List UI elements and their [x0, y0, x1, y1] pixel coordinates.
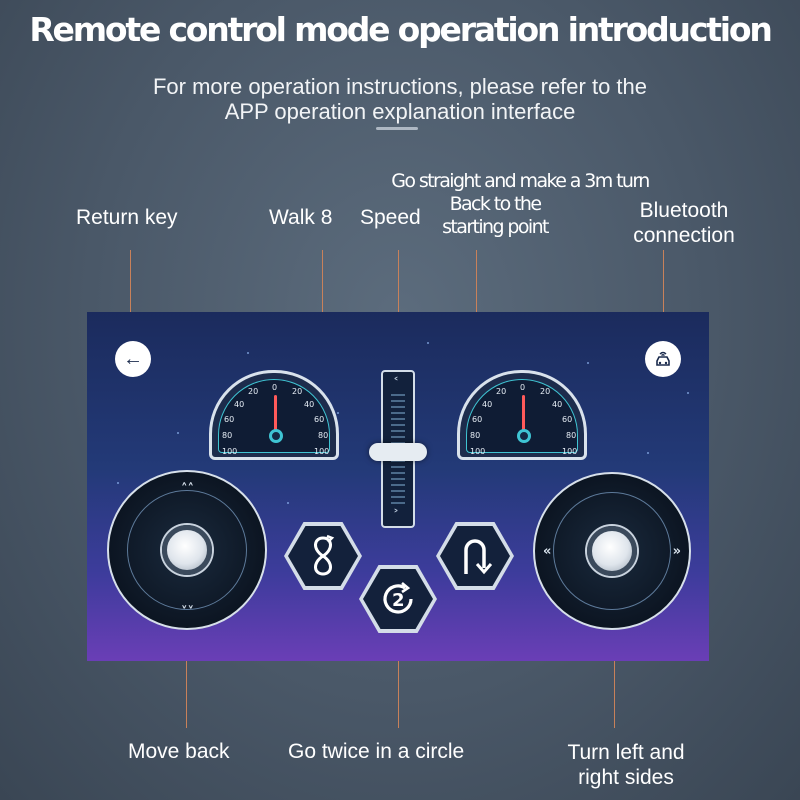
gauge-tick: 60 — [224, 415, 235, 424]
page-subtitle: For more operation instructions, please … — [0, 74, 800, 124]
joystick-knob[interactable] — [162, 525, 212, 575]
arrow-left-icon: ← — [123, 347, 143, 370]
return-key-label: Return key — [76, 206, 178, 229]
chevron-right-icon: » — [672, 544, 681, 559]
gauge-tick: 100 — [222, 447, 238, 456]
back-button[interactable]: ← — [115, 341, 151, 377]
gauge-hub — [269, 429, 283, 443]
gauge-tick: 60 — [472, 415, 483, 424]
u-turn-button[interactable] — [436, 522, 514, 590]
gauge-tick: 80 — [470, 431, 481, 440]
figure-eight-icon — [314, 534, 335, 576]
gauge-tick: 40 — [234, 400, 245, 409]
circle-connector — [398, 615, 399, 728]
gauge-tick: 80 — [566, 431, 577, 440]
turn-label: Turn left and right sides — [552, 740, 700, 790]
page-title: Remote control mode operation introducti… — [29, 10, 773, 49]
subtitle-divider — [376, 127, 418, 130]
return-key-connector — [130, 250, 131, 348]
gauge-tick: 0 — [272, 383, 278, 392]
circle-twice-button[interactable]: 2 — [359, 565, 437, 633]
speed-gauge-right: 0 20 20 40 40 60 60 80 80 100 100 — [457, 370, 587, 460]
speed-label: Speed — [360, 206, 421, 229]
app-screen: ← 0 20 20 40 40 60 60 80 80 100 100 0 20… — [87, 312, 709, 661]
chevron-up-icon: ˂ — [393, 376, 399, 390]
move-joystick[interactable]: ˄˄ ˅˅ — [107, 470, 267, 630]
gauge-tick: 80 — [318, 431, 329, 440]
u-turn-icon — [464, 539, 492, 575]
walk-8-label: Walk 8 — [269, 206, 333, 229]
gauge-hub — [517, 429, 531, 443]
gauge-tick: 20 — [292, 387, 303, 396]
turn-line-2: right sides — [578, 766, 674, 789]
joystick-knob[interactable] — [587, 526, 637, 576]
bluetooth-button[interactable] — [645, 341, 681, 377]
gauge-tick: 20 — [248, 387, 259, 396]
gauge-tick: 100 — [562, 447, 578, 456]
gauge-tick: 20 — [496, 387, 507, 396]
move-back-connector — [186, 612, 187, 728]
chevron-up-icon: ˄˄ — [181, 482, 194, 497]
circle-label: Go twice in a circle — [288, 740, 465, 763]
speed-slider-thumb[interactable] — [369, 443, 427, 461]
chevron-down-icon: ˃ — [393, 508, 399, 522]
gauge-needle — [522, 395, 525, 433]
car-bluetooth-icon — [656, 351, 670, 366]
subtitle-line-1: For more operation instructions, please … — [152, 74, 648, 99]
turn-connector — [614, 600, 615, 728]
gauge-tick: 40 — [304, 400, 315, 409]
go-straight-line-2: Back to the — [449, 193, 542, 215]
rotate-icon: 2 — [383, 582, 413, 614]
bluetooth-connector — [663, 250, 664, 342]
go-straight-line-1: Go straight and make a 3m turn — [391, 170, 650, 192]
speed-gauge-left: 0 20 20 40 40 60 60 80 80 100 100 — [209, 370, 339, 460]
circle-count-label: 2 — [392, 590, 405, 611]
gauge-tick: 60 — [314, 415, 325, 424]
chevron-down-icon: ˅˅ — [181, 605, 194, 620]
bluetooth-line-1: Bluetooth — [639, 199, 729, 222]
go-straight-line-3: starting point — [442, 216, 549, 238]
gauge-tick: 40 — [482, 400, 493, 409]
move-back-label: Move back — [128, 740, 230, 763]
gauge-needle — [274, 395, 277, 433]
bluetooth-line-2: connection — [633, 224, 735, 247]
gauge-tick: 100 — [314, 447, 330, 456]
gauge-tick: 40 — [552, 400, 563, 409]
gauge-tick: 100 — [470, 447, 486, 456]
go-straight-label: Go straight and make a 3m turn Back to t… — [380, 170, 660, 239]
gauge-tick: 20 — [540, 387, 551, 396]
gauge-tick: 60 — [562, 415, 573, 424]
subtitle-line-2: APP operation explanation interface — [224, 99, 576, 124]
steer-joystick[interactable]: « » — [533, 472, 691, 630]
walk-8-button[interactable] — [284, 522, 362, 590]
bluetooth-label: Bluetooth connection — [622, 198, 746, 248]
gauge-tick: 0 — [520, 383, 526, 392]
chevron-left-icon: « — [543, 544, 552, 559]
gauge-tick: 80 — [222, 431, 233, 440]
turn-line-1: Turn left and — [567, 741, 685, 764]
